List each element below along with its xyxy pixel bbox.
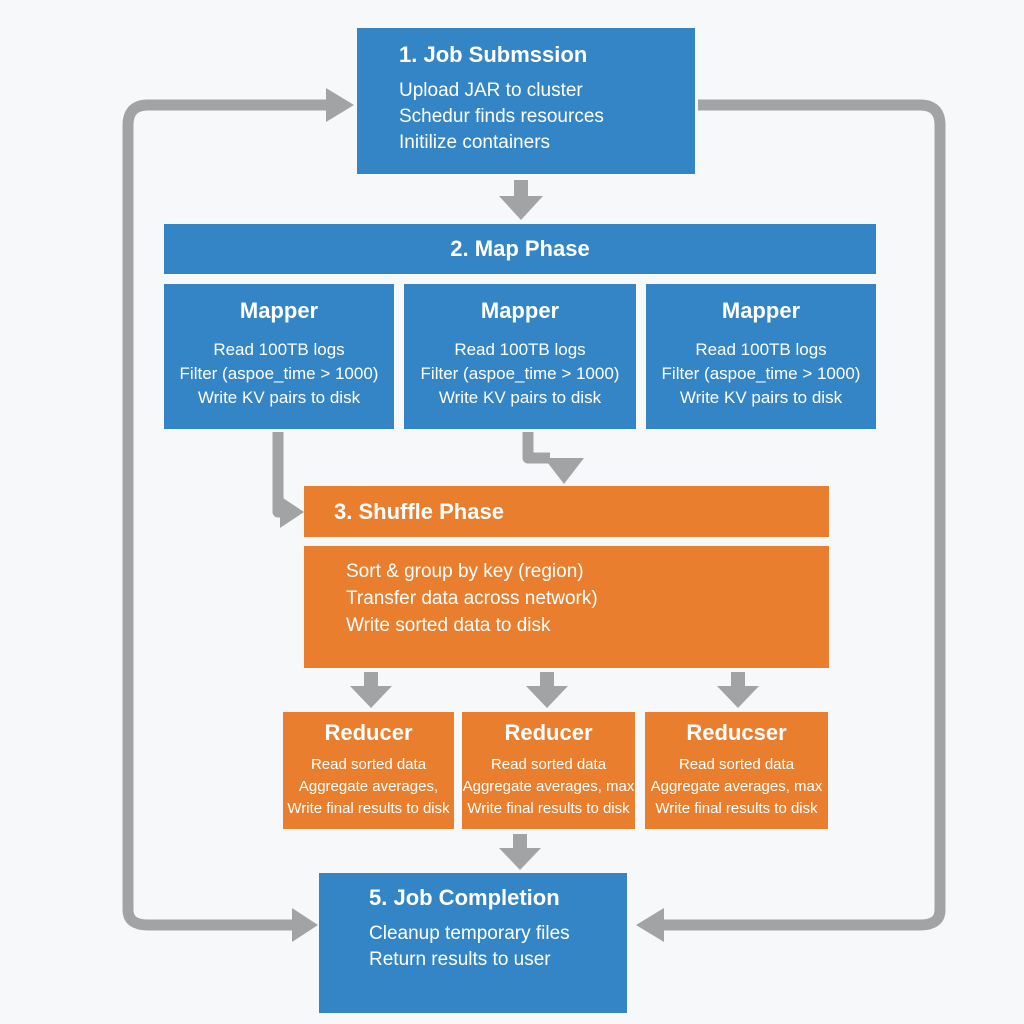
mapper-title: Mapper [721,298,801,323]
reducer-line: Aggregate averages, max [462,778,635,795]
mapper-line: Write KV pairs to disk [679,388,843,407]
reducer-line: Read sorted data [310,756,427,773]
loop-arrowhead-left [326,88,354,122]
mapper-box: Mapper Read 100TB logs Filter (aspoe_tim… [646,284,876,429]
shuffle-to-reducer1-arrow [350,672,392,708]
shuffle-line: Transfer data across network) [346,588,598,609]
loop-arrow-right [664,99,946,931]
reducer-line: Write final results to disk [467,800,630,817]
reducer-title: Reducer [504,720,593,745]
reducer-box: Reducser Read sorted data Aggregate aver… [645,712,828,829]
mapper-line: Read 100TB logs [213,340,345,359]
shuffle-phase-body: Sort & group by key (region) Transfer da… [304,546,829,668]
reducer-line: Read sorted data [490,756,607,773]
job-completion-line: Cleanup temporary files [369,923,570,944]
shuffle-line: Write sorted data to disk [346,615,551,636]
reducer-title: Reducser [686,720,787,745]
mapper-title: Mapper [239,298,319,323]
reducer-line: Write final results to disk [287,800,450,817]
mapper-box: Mapper Read 100TB logs Filter (aspoe_tim… [404,284,636,429]
mapper-line: Write KV pairs to disk [197,388,361,407]
reducer-line: Read sorted data [678,756,795,773]
mapper-line: Write KV pairs to disk [438,388,602,407]
mapper-line: Read 100TB logs [454,340,586,359]
job-completion-box: 5. Job Completion Cleanup temporary file… [319,873,627,1013]
mapper-box: Mapper Read 100TB logs Filter (aspoe_tim… [164,284,394,429]
mapper-line: Filter (aspoe_time > 1000) [661,364,861,383]
shuffle-arrowhead-top [544,458,584,484]
job-submission-box: 1. Job Submssion Upload JAR to cluster S… [357,28,695,174]
shuffle-arrowhead-left [280,496,304,528]
mapper-title: Mapper [480,298,560,323]
submit-to-map-arrow [499,180,543,220]
reducer-box: Reducer Read sorted data Aggregate avera… [462,712,635,829]
shuffle-line: Sort & group by key (region) [346,561,584,582]
mapper-line: Read 100TB logs [695,340,827,359]
job-submission-line: Schedur finds resources [399,106,604,127]
reducer-line: Write final results to disk [655,800,818,817]
job-submission-title: 1. Job Submssion [399,42,588,67]
mapper-line: Filter (aspoe_time > 1000) [179,364,379,383]
job-completion-title: 5. Job Completion [369,885,560,910]
reducer-line: Aggregate averages, [298,778,439,795]
reducer-to-completion-arrow [499,834,541,870]
mapper-line: Filter (aspoe_time > 1000) [420,364,620,383]
reducer-line: Aggregate averages, max [650,778,823,795]
completion-arrowhead-left [292,908,318,942]
reducer-title: Reducer [324,720,413,745]
loop-arrowhead-right [636,908,664,942]
job-submission-line: Upload JAR to cluster [399,80,583,101]
map-phase-header: 2. Map Phase [164,224,876,274]
reducer-box: Reducer Read sorted data Aggregate avera… [283,712,454,829]
shuffle-to-reducer3-arrow [717,672,759,708]
job-submission-line: Initilize containers [399,132,551,153]
job-completion-line: Return results to user [369,949,551,970]
shuffle-to-reducer2-arrow [526,672,568,708]
shuffle-phase-header: 3. Shuffle Phase [304,486,829,537]
loop-arrow-left [122,99,326,931]
mapper2-to-shuffle-arrow [522,432,550,464]
